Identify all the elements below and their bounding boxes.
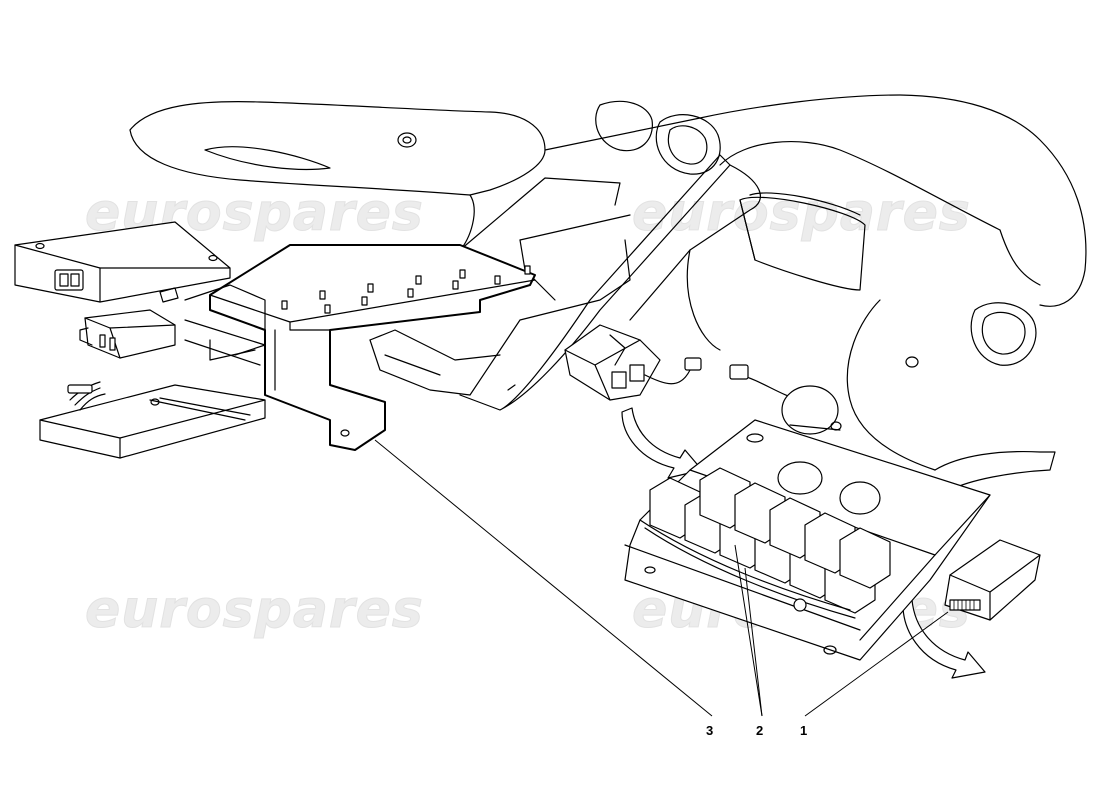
ecu-box-top-left bbox=[14, 221, 231, 303]
leader-line-2a bbox=[744, 567, 763, 717]
callout-2: 2 bbox=[756, 723, 763, 738]
bracket-studs bbox=[281, 265, 531, 314]
leader-line-1 bbox=[804, 611, 949, 717]
control-unit-bottom-left bbox=[39, 381, 266, 459]
part-1-module bbox=[944, 539, 1041, 621]
relay-module-left bbox=[79, 309, 176, 359]
relay-pair-center bbox=[564, 324, 801, 401]
buzzer bbox=[781, 385, 842, 435]
callout-1: 1 bbox=[800, 723, 807, 738]
leader-line-3 bbox=[374, 439, 713, 717]
part-3-bracket bbox=[184, 244, 536, 451]
watermark-bottom-left: eurospares bbox=[85, 580, 424, 640]
callout-labels: 3 2 1 bbox=[706, 723, 807, 738]
part-2-relay-board bbox=[624, 419, 991, 661]
direction-arrows bbox=[621, 407, 986, 679]
leader-line-2b bbox=[734, 544, 763, 717]
leader-lines bbox=[374, 439, 949, 717]
relay-blocks bbox=[649, 467, 891, 614]
center-console bbox=[369, 154, 761, 411]
callout-3: 3 bbox=[706, 723, 713, 738]
watermark-top-right: eurospares bbox=[632, 183, 971, 243]
